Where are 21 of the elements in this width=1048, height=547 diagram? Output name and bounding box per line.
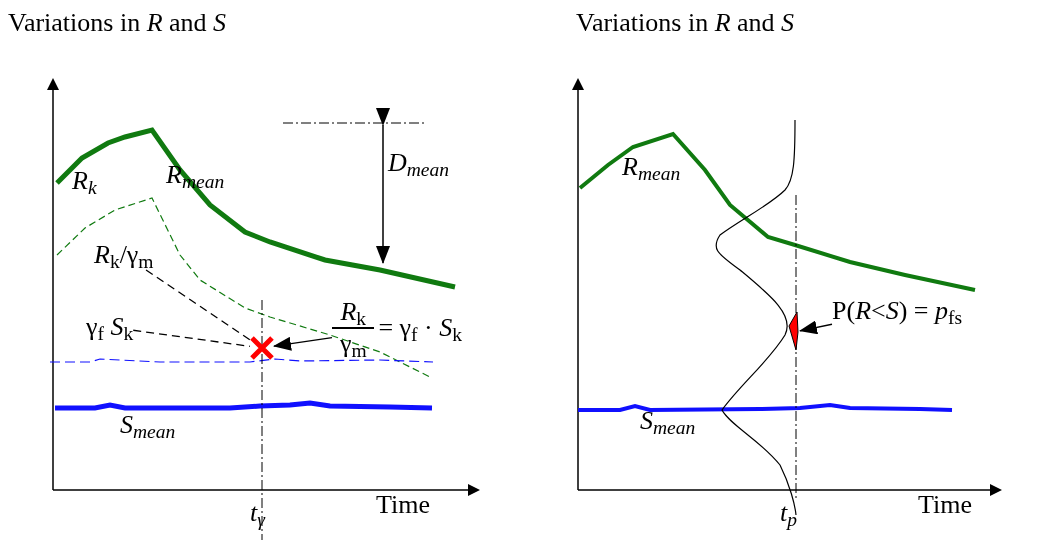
axis-title: Variations in R and S bbox=[8, 8, 227, 37]
curve-label: R$_{mean}$ bbox=[622, 152, 681, 181]
failure-area bbox=[788, 312, 800, 352]
fraction-denominator: γ$_{m}$ bbox=[339, 328, 367, 359]
equation-text: = γ$_{f}$ · S$_{k}$ bbox=[378, 313, 462, 343]
dimension-label: D$_{mean}$ bbox=[388, 148, 450, 177]
curve-label: S$_{mean}$ bbox=[640, 406, 696, 435]
curve-label: R$_{k}$ bbox=[72, 166, 97, 195]
arrow bbox=[273, 336, 333, 351]
fraction-numerator: R$_{k}$ bbox=[340, 297, 367, 328]
callout-text: R$_{k}$/γ$_{m}$ bbox=[94, 240, 154, 270]
leader-line bbox=[145, 269, 251, 341]
leader-line bbox=[132, 329, 251, 347]
axis-label: Time bbox=[918, 490, 972, 519]
axis-title: Variations in R and S bbox=[576, 8, 795, 37]
callout-text: γ$_{f}$ S$_{k}$ bbox=[86, 312, 134, 342]
cross-mark bbox=[250, 336, 274, 360]
arrow bbox=[799, 320, 833, 335]
axis-label: Time bbox=[376, 490, 430, 519]
callout-text: P(R<S) = p$_{fs}$ bbox=[832, 296, 963, 326]
curve-label: S$_{mean}$ bbox=[120, 410, 176, 439]
